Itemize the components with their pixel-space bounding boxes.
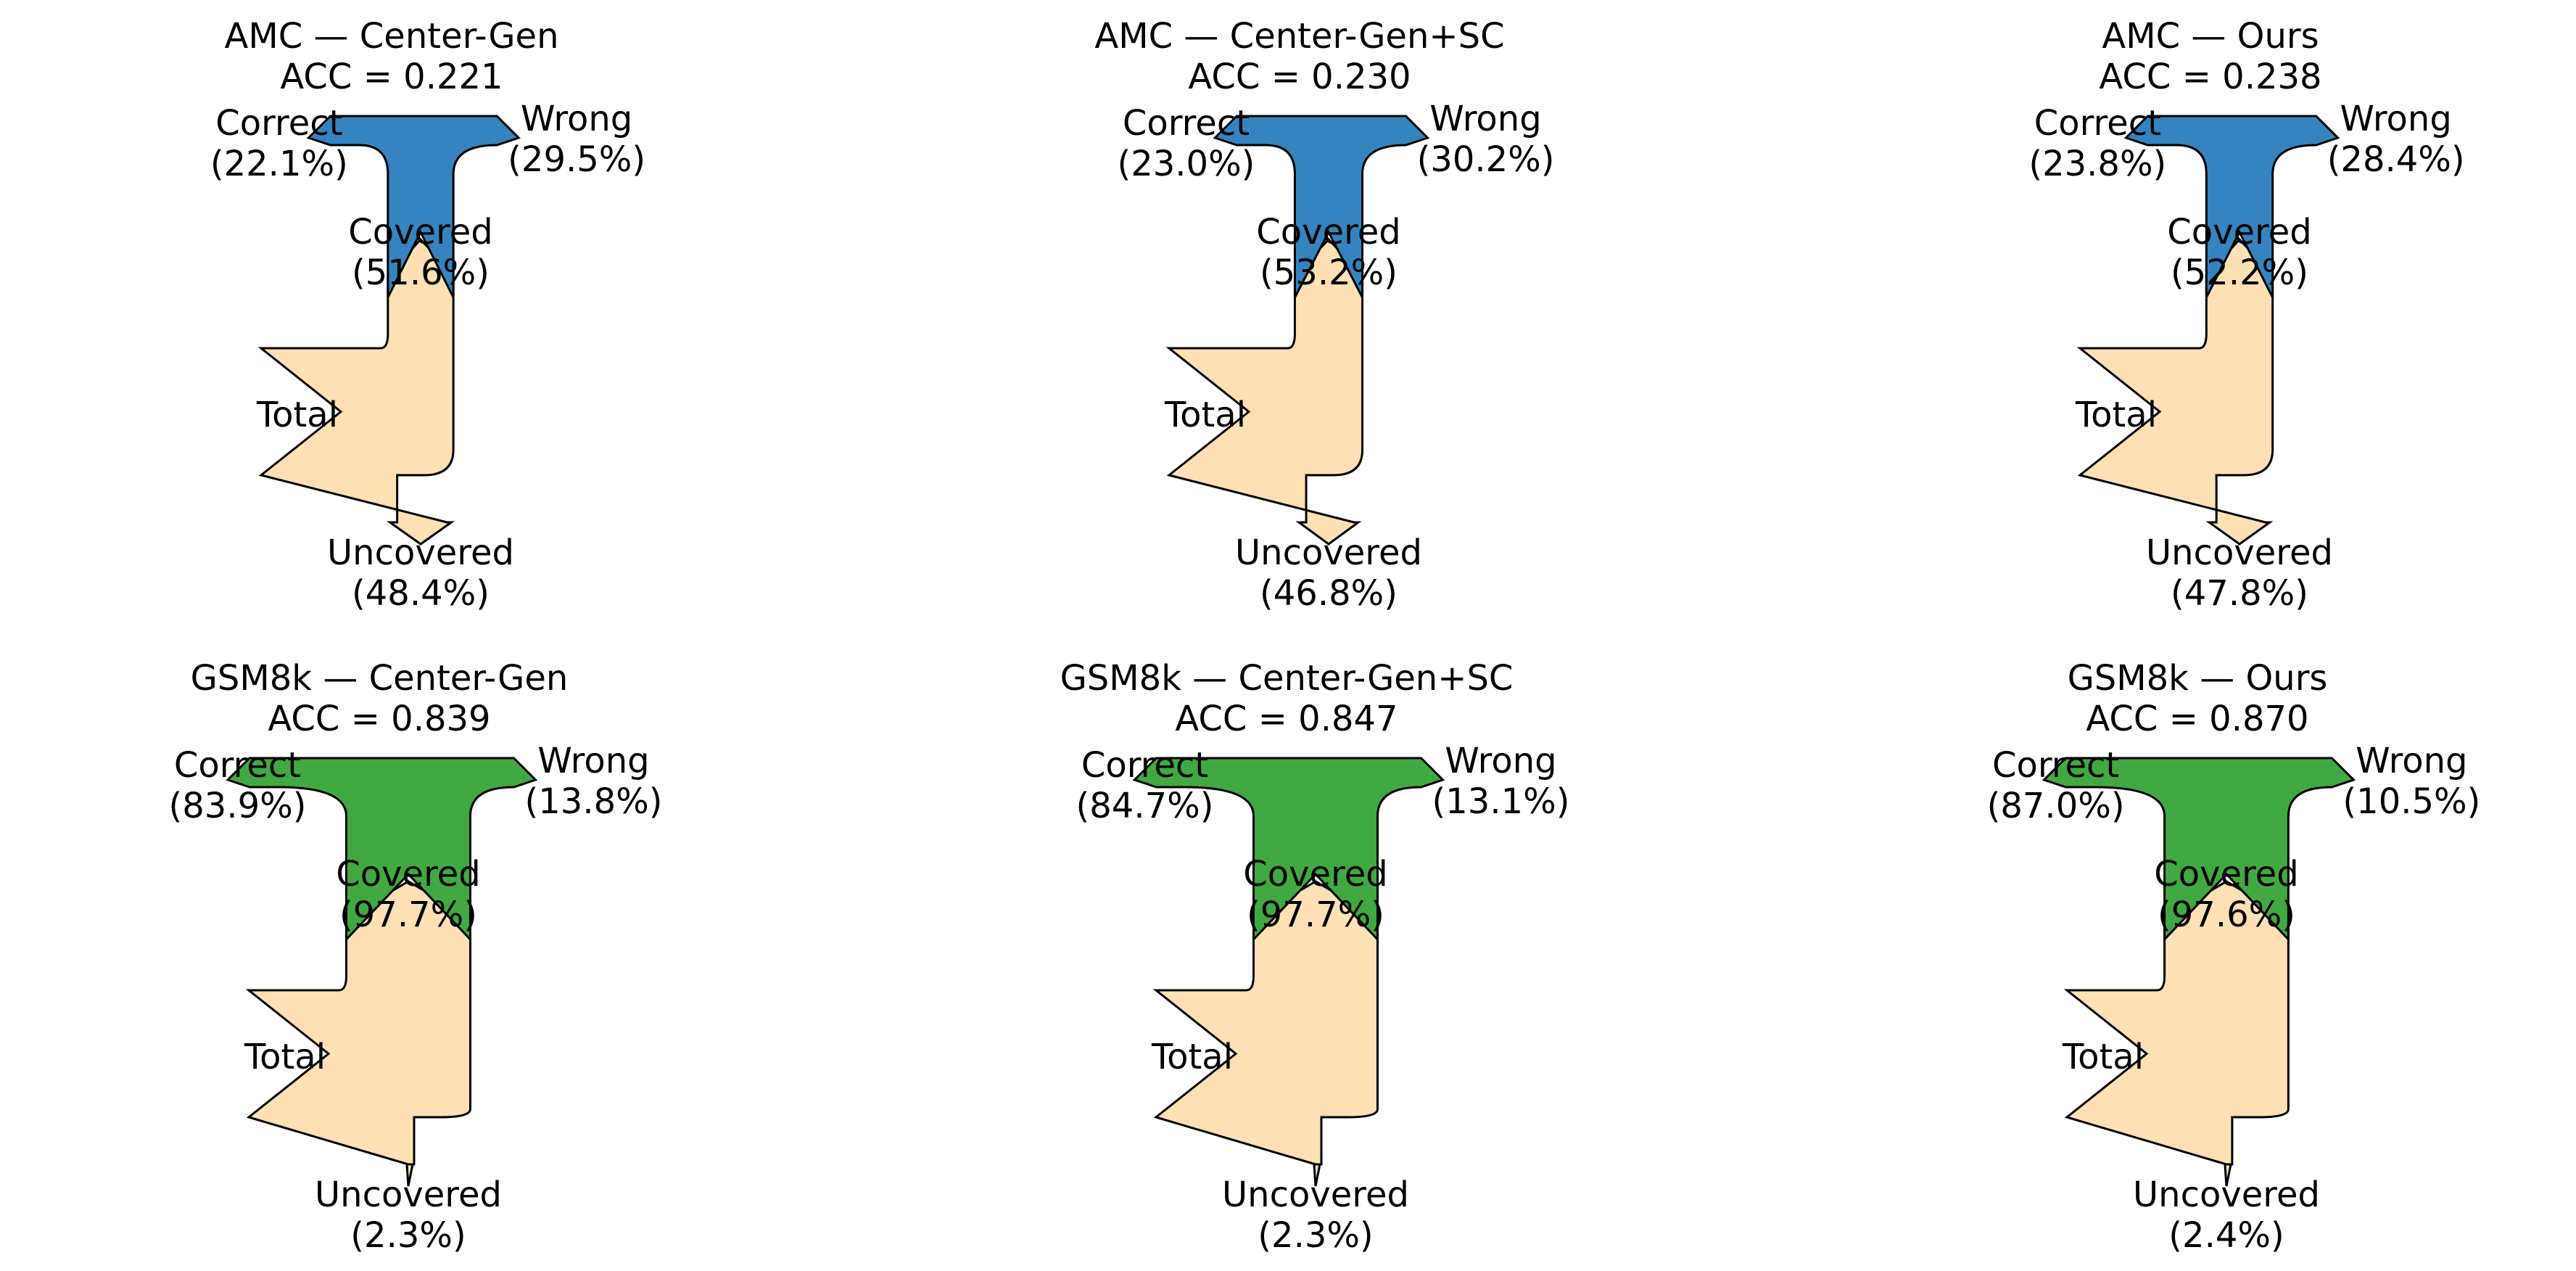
chart-subtitle: ACC = 0.870 <box>2086 699 2308 739</box>
wrong-label: Wrong <box>1429 99 1541 139</box>
covered-value-label: (97.6%) <box>2158 894 2295 935</box>
chart-title: AMC — Center-Gen+SC <box>1094 16 1504 57</box>
correct-label: Correct <box>1081 745 1208 786</box>
uncovered-value-label: (2.4%) <box>2168 1215 2284 1256</box>
correct-label: Correct <box>215 103 342 144</box>
chart-subtitle: ACC = 0.230 <box>1188 57 1411 97</box>
wrong-value-label: (28.4%) <box>2327 139 2465 180</box>
chart-title: AMC — Center-Gen <box>225 16 559 57</box>
chart-title: GSM8k — Center-Gen+SC <box>1060 658 1514 699</box>
total-label: Total <box>2062 1037 2144 1077</box>
correct-value-label: (83.9%) <box>169 786 307 826</box>
covered-label: Covered <box>2167 212 2312 252</box>
total-label: Total <box>256 395 338 435</box>
wrong-value-label: (10.5%) <box>2342 781 2480 822</box>
uncovered-label: Uncovered <box>315 1175 502 1215</box>
chart-subtitle: ACC = 0.221 <box>280 57 503 97</box>
wrong-label: Wrong <box>2356 741 2467 781</box>
uncovered-label: Uncovered <box>327 532 514 573</box>
uncovered-label: Uncovered <box>2133 1175 2320 1215</box>
correct-label: Correct <box>2034 103 2161 144</box>
uncovered-value-label: (2.3%) <box>1258 1215 1373 1256</box>
correct-label: Correct <box>174 745 301 786</box>
wrong-label: Wrong <box>2340 99 2452 139</box>
correct-value-label: (23.0%) <box>1117 144 1255 184</box>
total-label: Total <box>2075 395 2157 435</box>
chart-subtitle: ACC = 0.238 <box>2099 57 2321 97</box>
covered-value-label: (97.7%) <box>339 894 477 935</box>
covered-label: Covered <box>2154 854 2299 894</box>
total-band <box>1152 880 1379 1187</box>
covered-band <box>306 115 521 298</box>
covered-value-label: (52.2%) <box>2171 252 2308 293</box>
uncovered-label: Uncovered <box>1235 532 1422 573</box>
wrong-label: Wrong <box>1445 741 1556 781</box>
covered-band <box>226 757 538 942</box>
covered-label: Covered <box>336 854 481 894</box>
uncovered-value-label: (48.4%) <box>352 573 490 614</box>
wrong-value-label: (30.2%) <box>1417 139 1555 180</box>
covered-band <box>1132 757 1445 942</box>
covered-label: Covered <box>348 212 493 252</box>
covered-value-label: (97.7%) <box>1247 894 1384 935</box>
chart-subtitle: ACC = 0.839 <box>268 699 490 739</box>
total-label: Total <box>244 1037 326 1077</box>
covered-label: Covered <box>1243 854 1388 894</box>
wrong-value-label: (29.5%) <box>508 139 645 180</box>
chart-title: AMC — Ours <box>2102 16 2319 57</box>
chart-title: GSM8k — Center-Gen <box>191 658 569 699</box>
uncovered-label: Uncovered <box>2146 532 2333 573</box>
uncovered-label: Uncovered <box>1222 1175 1409 1215</box>
total-band <box>257 237 455 546</box>
covered-value-label: (51.6%) <box>352 252 490 293</box>
wrong-value-label: (13.1%) <box>1432 781 1570 822</box>
total-label: Total <box>1151 1037 1233 1077</box>
total-band <box>1165 237 1364 546</box>
uncovered-value-label: (46.8%) <box>1260 573 1398 614</box>
total-band <box>2076 237 2274 546</box>
total-band <box>2063 880 2290 1187</box>
covered-value-label: (53.2%) <box>1260 252 1398 293</box>
uncovered-value-label: (2.3%) <box>350 1215 466 1256</box>
covered-band <box>1213 115 1430 298</box>
correct-value-label: (84.7%) <box>1076 786 1214 826</box>
wrong-label: Wrong <box>521 99 632 139</box>
correct-value-label: (22.1%) <box>210 144 348 184</box>
correct-label: Correct <box>1992 745 2119 786</box>
wrong-label: Wrong <box>537 741 649 781</box>
uncovered-value-label: (47.8%) <box>2171 573 2308 614</box>
chart-subtitle: ACC = 0.847 <box>1175 699 1398 739</box>
covered-band <box>2123 115 2340 298</box>
total-band <box>245 880 471 1187</box>
wrong-value-label: (13.8%) <box>525 781 663 822</box>
correct-value-label: (23.8%) <box>2028 144 2166 184</box>
covered-label: Covered <box>1256 212 1401 252</box>
chart-title: GSM8k — Ours <box>2068 658 2328 699</box>
covered-band <box>2042 757 2356 942</box>
correct-label: Correct <box>1123 103 1250 144</box>
total-label: Total <box>1164 395 1246 435</box>
correct-value-label: (87.0%) <box>1987 786 2125 826</box>
